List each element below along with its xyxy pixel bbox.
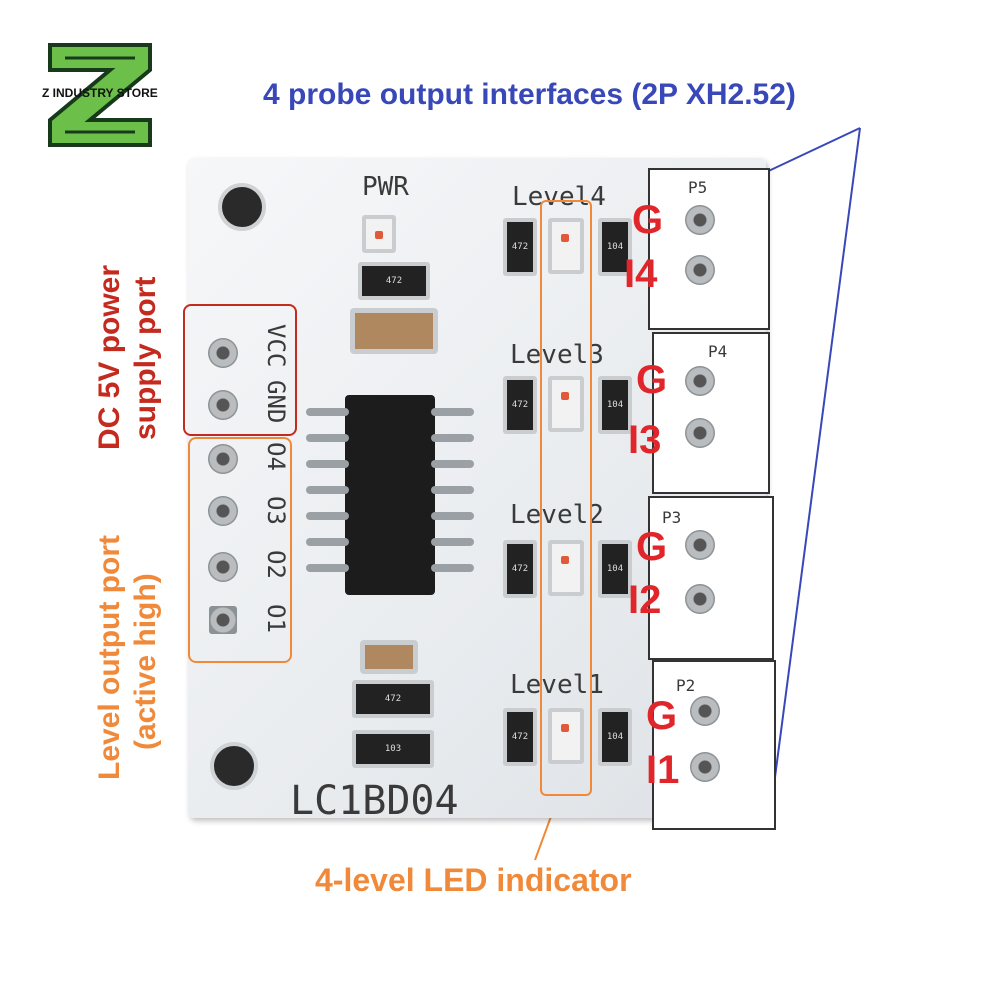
resistor: 472: [503, 540, 537, 598]
input-label: I2: [628, 578, 662, 622]
power-annotation-line2: supply port: [129, 276, 162, 440]
capacitor-small: [360, 640, 418, 674]
resistor: 472: [503, 376, 537, 434]
level-led: [548, 376, 584, 432]
logo-text: Z INDUSTRY STORE: [42, 86, 158, 100]
input-label: I3: [628, 418, 662, 462]
pin-pad: [208, 496, 238, 526]
pin-pad: [208, 444, 238, 474]
connector-pad: [685, 255, 715, 285]
level-led: [548, 708, 584, 764]
ground-label: G: [646, 694, 678, 738]
resistor-pwr: 472: [358, 262, 430, 300]
connector-pad: [685, 418, 715, 448]
capacitor: [350, 308, 438, 354]
pin-pad: [208, 390, 238, 420]
connector-pad: [690, 752, 720, 782]
level-port-box: [188, 437, 292, 663]
connector-label: P5: [688, 178, 708, 197]
level-label: Level1: [510, 670, 604, 700]
level-annotation: Level output port (active high): [92, 440, 164, 780]
logo-z-icon: [48, 43, 152, 147]
ic-chip: [345, 395, 435, 595]
connector-label: P2: [676, 676, 696, 695]
connector-p4: [652, 332, 770, 494]
ic-pins: [306, 408, 474, 572]
page-title: 4 probe output interfaces (2P XH2.52): [263, 78, 796, 111]
mounting-hole-bottom: [210, 742, 258, 790]
store-logo: Z INDUSTRY STORE: [40, 40, 190, 150]
connector-p5: [648, 168, 770, 330]
resistor: 472: [503, 708, 537, 766]
connector-label: P4: [708, 342, 728, 361]
resistor: 104: [598, 218, 632, 276]
level-led: [548, 540, 584, 596]
pwr-led: [362, 215, 396, 253]
pin-pad-square: [209, 606, 237, 634]
input-label: I4: [624, 252, 658, 296]
ground-label: G: [636, 525, 668, 569]
input-label: I1: [646, 748, 680, 792]
connector-pad: [690, 696, 720, 726]
resistor: 103: [352, 730, 434, 768]
level-annotation-line2: (active high): [129, 573, 162, 750]
mounting-hole-top: [218, 183, 266, 231]
resistor: 104: [598, 540, 632, 598]
connector-pad: [685, 584, 715, 614]
connector-p3: [648, 496, 774, 660]
resistor: 472: [352, 680, 434, 718]
resistor: 104: [598, 376, 632, 434]
led-indicator-annotation: 4-level LED indicator: [315, 862, 632, 898]
power-annotation-line1: DC 5V power: [93, 264, 126, 450]
level-led: [548, 218, 584, 274]
level-annotation-line1: Level output port: [93, 535, 126, 780]
resistor: 472: [503, 218, 537, 276]
power-port-box: [183, 304, 297, 436]
connector-pad: [685, 366, 715, 396]
ground-label: G: [636, 358, 668, 402]
pin-pad: [208, 552, 238, 582]
connector-pad: [685, 205, 715, 235]
power-annotation: DC 5V power supply port: [92, 110, 164, 450]
level-label: Level3: [510, 340, 604, 370]
ground-label: G: [632, 198, 664, 242]
level-label: Level2: [510, 500, 604, 530]
connector-p2: [652, 660, 776, 830]
led-indicator-box: [540, 200, 592, 796]
connector-pad: [685, 530, 715, 560]
connector-label: P3: [662, 508, 682, 527]
pwr-label: PWR: [362, 172, 409, 202]
model-label: LC1BD04: [290, 778, 459, 824]
resistor: 104: [598, 708, 632, 766]
pin-pad: [208, 338, 238, 368]
